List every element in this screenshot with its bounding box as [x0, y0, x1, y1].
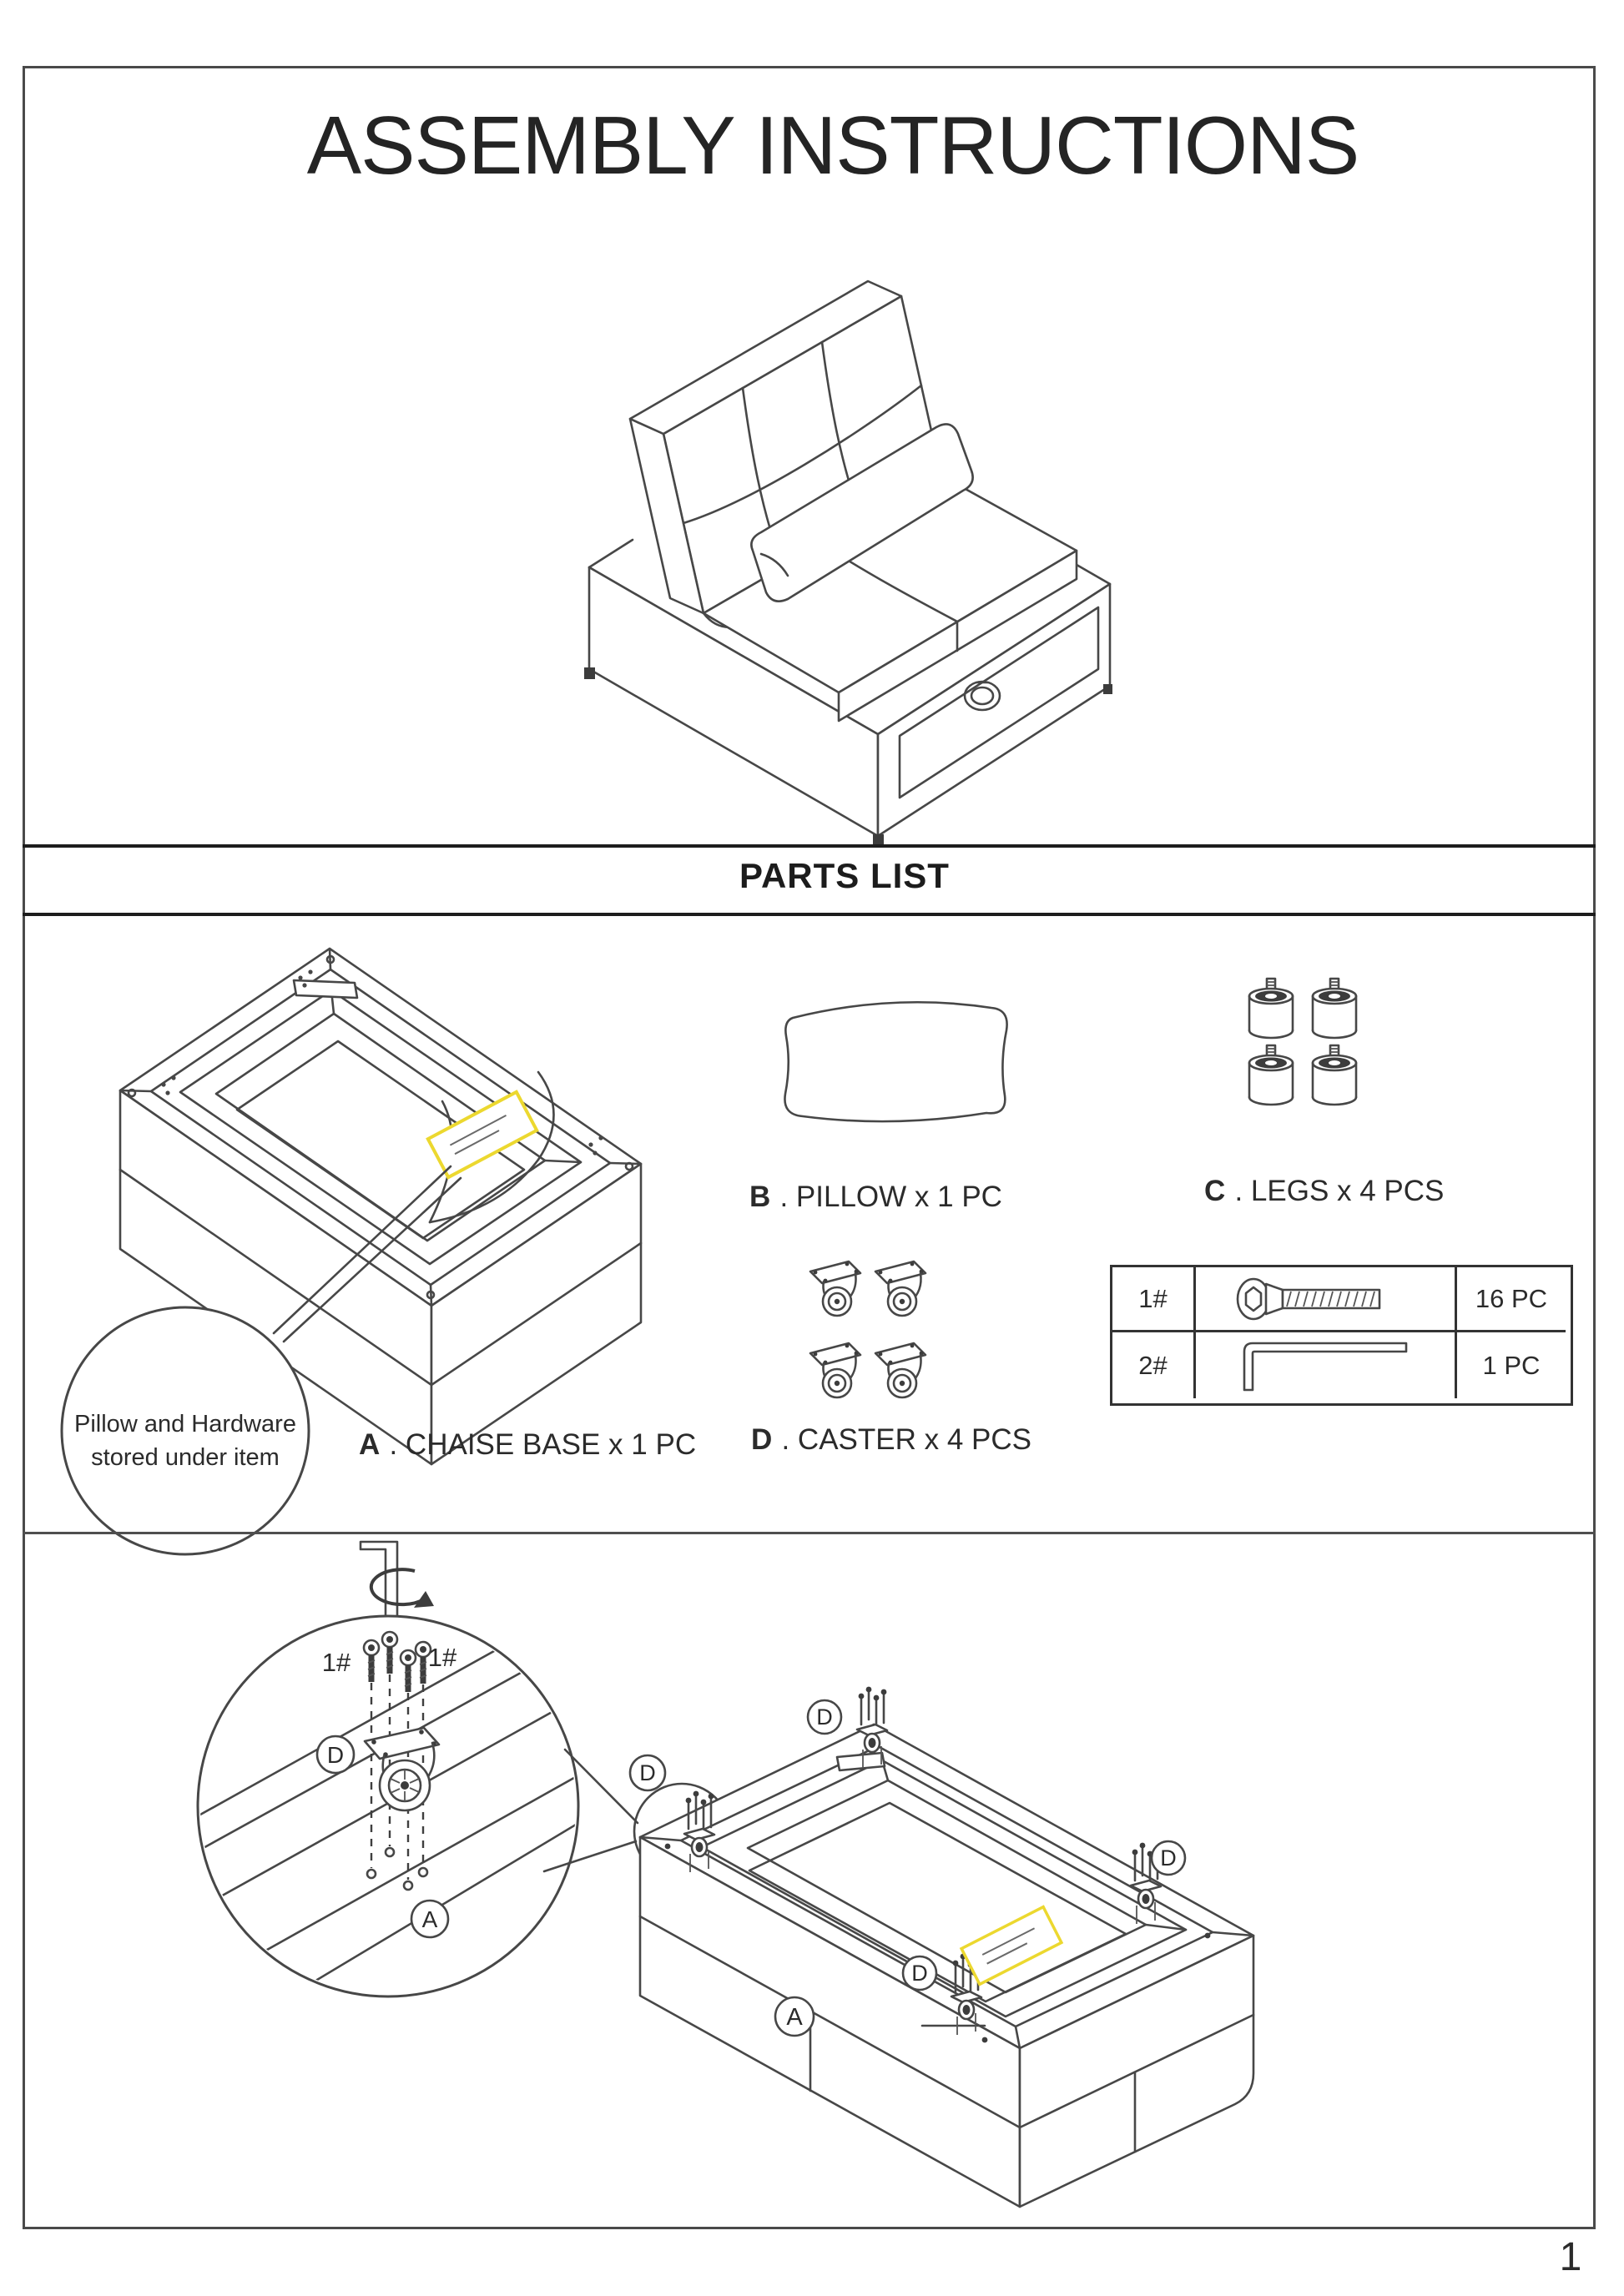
caster [874, 1260, 927, 1317]
caster [874, 1342, 927, 1399]
caster-ref-circle [315, 1735, 356, 1775]
part-a-label: A. CHAISE BASE x 1 PC [359, 1428, 696, 1462]
hardware-row1-id: 1# [1112, 1267, 1196, 1332]
section-divider [23, 913, 1596, 916]
part-c-label: C. LEGS x 4 PCS [1204, 1175, 1444, 1208]
caster [809, 1342, 862, 1399]
hardware-row1-icon-cell [1196, 1267, 1457, 1332]
screw-label-right: 1# [428, 1643, 457, 1672]
hardware-row2-id: 2# [1112, 1332, 1196, 1398]
hardware-tag [426, 1090, 539, 1180]
base-ref-circle [410, 1899, 450, 1939]
foot [873, 834, 884, 846]
caster [809, 1260, 862, 1317]
assembly-step-drawing: 1# 1# D A [196, 1540, 1255, 2208]
rotate-arrow [369, 1568, 425, 1607]
part-b-text: . PILLOW x 1 PC [779, 1181, 1002, 1213]
section-divider [23, 844, 1596, 848]
part-a-letter: A [359, 1428, 381, 1461]
leg [1248, 1044, 1294, 1106]
svg-text:D: D [911, 1961, 928, 1986]
callout-bubble [60, 1306, 310, 1556]
svg-text:D: D [639, 1760, 656, 1785]
screw-hole-dots [161, 969, 603, 1156]
pillow-outline [784, 1000, 1008, 1123]
caster-ref-letter: D [327, 1742, 344, 1768]
foot [584, 667, 595, 679]
drawer-front [898, 606, 1100, 799]
svg-text:D: D [816, 1704, 833, 1730]
part-c-letter: C [1204, 1175, 1226, 1207]
base-ref-letter-main: A [786, 2004, 803, 2031]
hardware-row2-qty: 1 PC [1482, 1350, 1541, 1380]
part-d-label: D. CASTER x 4 PCS [751, 1423, 1031, 1457]
leg [1311, 1044, 1358, 1106]
page-number: 1 [1559, 2235, 1582, 2279]
base-ref-letter: A [422, 1906, 438, 1932]
hardware-tag [959, 1905, 1064, 1986]
part-a-text: . CHAISE BASE x 1 PC [389, 1428, 697, 1461]
caster-detail [363, 1726, 441, 1812]
chaise-base-upside-down [638, 1723, 1255, 2208]
screws-1# [362, 1630, 432, 1692]
screw-label-left: 1# [322, 1648, 351, 1677]
part-d-text: . CASTER x 4 PCS [781, 1423, 1031, 1456]
part-d-letter: D [751, 1423, 773, 1456]
detail-circle [196, 1614, 580, 1998]
part-b-drawing [784, 1000, 1008, 1123]
part-d-drawing [809, 1260, 927, 1399]
callout-line1: Pillow and Hardware [74, 1411, 296, 1438]
hardware-row1-qty: 16 PC [1457, 1267, 1566, 1332]
hex-socket-screw-icon [1236, 1277, 1381, 1320]
parts-list-header: PARTS LIST [739, 856, 950, 895]
hardware-row2-icon-cell [1196, 1332, 1457, 1398]
screw-guide-lines [366, 1674, 429, 1891]
callout-line2: stored under item [91, 1444, 280, 1471]
base-ref-circle-main [774, 1996, 815, 2037]
page-border [23, 66, 1596, 2229]
foot [1103, 684, 1112, 694]
lumbar-pillow [750, 423, 974, 602]
leg [1311, 977, 1358, 1040]
part-a-drawing: Pillow and Hardware stored under item [60, 947, 643, 1556]
part-c-drawing [1248, 977, 1358, 1106]
page-title: ASSEMBLY INSTRUCTIONS [306, 99, 1360, 191]
svg-text:D: D [1160, 1845, 1177, 1871]
section-divider [23, 1532, 1596, 1534]
hardware-table: 1# 16 PC [1110, 1265, 1573, 1406]
part-b-label: B. PILLOW x 1 PC [749, 1181, 1002, 1214]
leg [1248, 977, 1294, 1040]
part-b-letter: B [749, 1181, 771, 1213]
caster-ref-markers: D D D D [628, 1699, 1187, 1991]
part-c-text: . LEGS x 4 PCS [1234, 1175, 1445, 1207]
chaise-product-drawing [584, 279, 1112, 846]
allen-key-icon [1243, 1342, 1408, 1391]
